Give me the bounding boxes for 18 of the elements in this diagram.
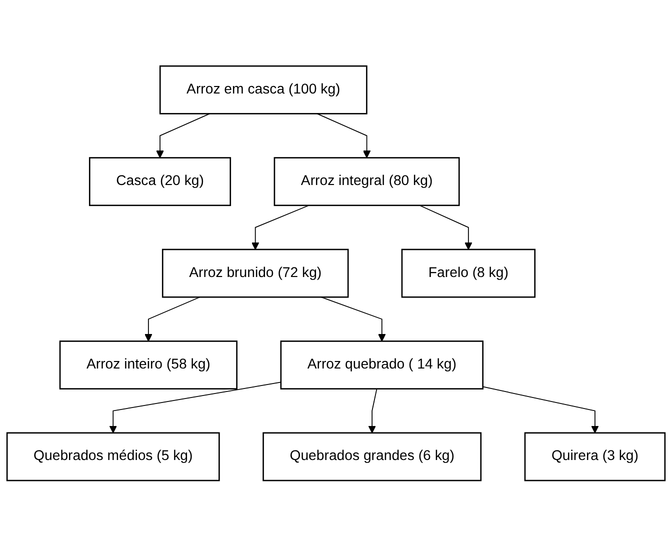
node-box: Casca (20 kg): [88, 157, 232, 206]
node-box: Farelo (8 kg): [401, 249, 536, 298]
node-box: Arroz inteiro (58 kg): [59, 340, 238, 390]
arrow: [144, 296, 200, 342]
node-box: Quebrados grandes (6 kg): [262, 432, 482, 482]
arrow: [109, 382, 282, 434]
arrow: [368, 388, 378, 434]
arrow: [419, 205, 472, 250]
node-box: Arroz brunido (72 kg): [162, 249, 349, 298]
node-box: Quebrados médios (5 kg): [6, 432, 220, 482]
node-box: Arroz quebrado ( 14 kg): [280, 340, 484, 390]
node-box: Quirera (3 kg): [524, 432, 666, 482]
arrow: [482, 386, 599, 434]
arrow: [320, 296, 386, 342]
arrow: [156, 113, 210, 158]
arrow: [316, 113, 371, 158]
node-box: Arroz integral (80 kg): [274, 157, 460, 206]
node-box: Arroz em casca (100 kg): [159, 66, 368, 115]
